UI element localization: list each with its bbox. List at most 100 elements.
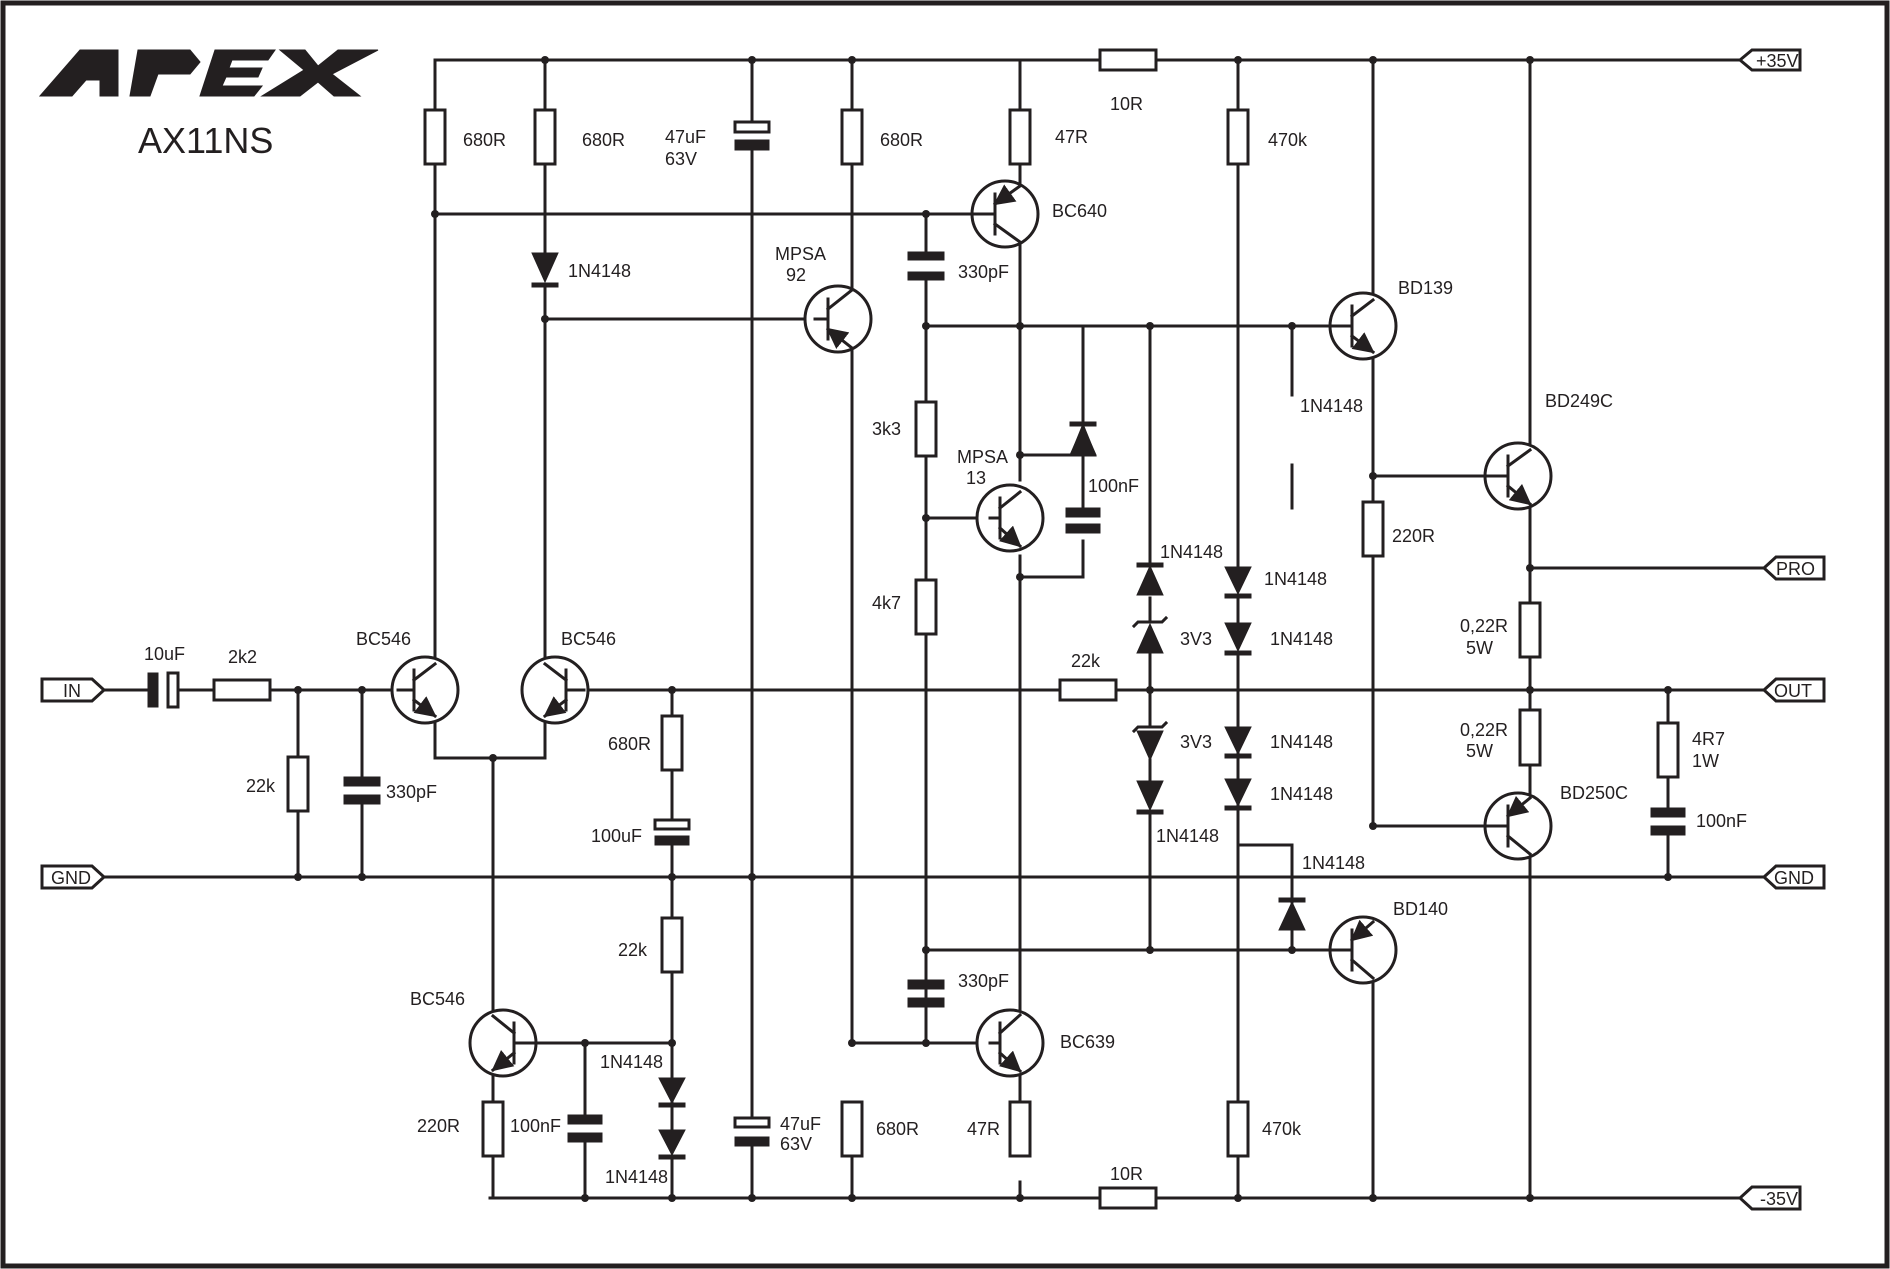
port-flags: +35V PRO OUT GND -35V IN GND xyxy=(40,48,1826,1211)
diode-d-1n-s3 xyxy=(1224,726,1252,759)
label-c-330-in: 330pF xyxy=(386,782,437,802)
diodes xyxy=(531,252,1306,1160)
capacitor-c-bot xyxy=(733,1116,771,1147)
transistor-q-bd140 xyxy=(1328,915,1398,985)
label-z-3v3-2: 3V3 xyxy=(1180,732,1212,752)
component-labels: 680R 680R 47uF 63V 680R 47R 10R 470k BC6… xyxy=(144,94,1747,1187)
label-q-mpsa13-b: 13 xyxy=(966,468,986,488)
resistor-r-22k-in xyxy=(286,755,310,813)
resistor-r-680-bot xyxy=(840,1100,864,1158)
label-d-1n-upper: 1N4148 xyxy=(568,261,631,281)
capacitor-c-330-bot xyxy=(907,979,945,1008)
label-r-022-bot: 0,22R xyxy=(1460,720,1508,740)
junction-dots xyxy=(294,56,1672,1202)
label-d-1n-s1: 1N4148 xyxy=(1264,569,1327,589)
transistor-q-bc546-r xyxy=(520,655,590,725)
label-c-100u: 100uF xyxy=(591,826,642,846)
resistor-r-220-right xyxy=(1361,500,1385,558)
resistor-r-top2 xyxy=(533,108,557,166)
resistor-r-10-bot xyxy=(1098,1186,1158,1210)
port-vneg: -35V xyxy=(1737,1185,1802,1211)
model-title: AX11NS xyxy=(138,120,273,161)
label-d-1n-z1: 1N4148 xyxy=(1160,542,1223,562)
transistors xyxy=(390,179,1553,1078)
label-r-022-bot-w: 5W xyxy=(1466,741,1493,761)
transistor-q-bd139 xyxy=(1328,291,1398,361)
resistor-r-4r7 xyxy=(1656,721,1680,779)
resistor-r-22k-low xyxy=(660,916,684,974)
label-c-in: 10uF xyxy=(144,644,185,664)
zener-z-3v3-2 xyxy=(1131,720,1169,762)
diode-d-1n-z1 xyxy=(1136,562,1164,596)
diode-d-1n-s1 xyxy=(1224,566,1252,599)
label-q-mpsa92-b: 92 xyxy=(786,265,806,285)
port-vpos: +35V xyxy=(1737,48,1802,72)
diode-d-1n-low2 xyxy=(658,1129,686,1160)
label-d-1n-z2: 1N4148 xyxy=(1156,826,1219,846)
capacitor-c-330-in xyxy=(343,776,381,805)
label-q-bc546-bot: BC546 xyxy=(410,989,465,1009)
label-r-3k3: 3k3 xyxy=(872,419,901,439)
label-q-bc640: BC640 xyxy=(1052,201,1107,221)
label-pro: PRO xyxy=(1776,559,1815,579)
resistor-r-10-top xyxy=(1098,48,1158,72)
diode-d-1n-s2 xyxy=(1224,622,1252,656)
label-gnd-left: GND xyxy=(51,868,91,888)
capacitor-c-top xyxy=(733,120,771,151)
label-r-top3: 680R xyxy=(880,130,923,150)
resistor-r-top3 xyxy=(840,108,864,166)
capacitor-c-330-top xyxy=(907,251,945,281)
resistor-r-680-fb xyxy=(660,714,684,772)
label-q-bc639: BC639 xyxy=(1060,1032,1115,1052)
transistor-q-bc546-l xyxy=(390,655,460,725)
resistor-r-4k7 xyxy=(914,578,938,636)
label-d-1n-s3: 1N4148 xyxy=(1270,732,1333,752)
port-out: OUT xyxy=(1761,677,1826,703)
label-r-22k-low: 22k xyxy=(618,940,648,960)
label-vpos: +35V xyxy=(1756,51,1799,71)
resistor-r-022-top xyxy=(1518,601,1542,659)
label-d-1n-bd140: 1N4148 xyxy=(1302,853,1365,873)
resistor-r-22k-fb xyxy=(1058,678,1118,702)
transistor-q-bc546-bot xyxy=(468,1008,577,1078)
label-gnd-right: GND xyxy=(1774,868,1814,888)
port-gnd-right: GND xyxy=(1761,864,1826,890)
label-c-top: 47uF xyxy=(665,127,706,147)
transistor-q-bc639 xyxy=(975,1008,1045,1078)
label-c-bot-v: 63V xyxy=(780,1134,812,1154)
label-c-bot: 47uF xyxy=(780,1114,821,1134)
resistor-r-top1 xyxy=(423,108,447,166)
resistor-r-2k2 xyxy=(212,678,272,702)
wires xyxy=(102,58,1766,1200)
label-q-mpsa13-a: MPSA xyxy=(957,447,1008,467)
capacitors xyxy=(147,120,1686,1147)
label-c-330-bot: 330pF xyxy=(958,971,1009,991)
capacitor-c-100n-zobel xyxy=(1650,807,1686,836)
label-out: OUT xyxy=(1774,681,1812,701)
capacitor-c-in xyxy=(147,671,180,709)
label-r-22k-in: 22k xyxy=(246,776,276,796)
label-d-1n-low1: 1N4148 xyxy=(600,1052,663,1072)
label-r-220-bot: 220R xyxy=(417,1116,460,1136)
label-r-022-top-w: 5W xyxy=(1466,638,1493,658)
label-r-top1: 680R xyxy=(463,130,506,150)
capacitor-c-100u xyxy=(653,818,691,846)
transistor-q-bd249c xyxy=(1483,441,1553,511)
label-r-top2: 680R xyxy=(582,130,625,150)
label-q-bd140: BD140 xyxy=(1393,899,1448,919)
label-c-100n-bot: 100nF xyxy=(510,1116,561,1136)
capacitor-c-100n-bot xyxy=(567,1114,603,1143)
label-r-4r7: 4R7 xyxy=(1692,729,1725,749)
label-q-mpsa92-a: MPSA xyxy=(775,244,826,264)
label-r-4r7-w: 1W xyxy=(1692,751,1719,771)
label-r-10-top: 10R xyxy=(1110,94,1143,114)
label-q-bd250c: BD250C xyxy=(1560,783,1628,803)
diode-d-1n-z2 xyxy=(1136,780,1164,815)
label-r-47-bot: 47R xyxy=(967,1119,1000,1139)
diode-wires xyxy=(670,324,1294,1200)
diode-d-1n-low1 xyxy=(658,1077,686,1108)
label-c-100n-zobel: 100nF xyxy=(1696,811,1747,831)
label-c-330-top: 330pF xyxy=(958,262,1009,282)
